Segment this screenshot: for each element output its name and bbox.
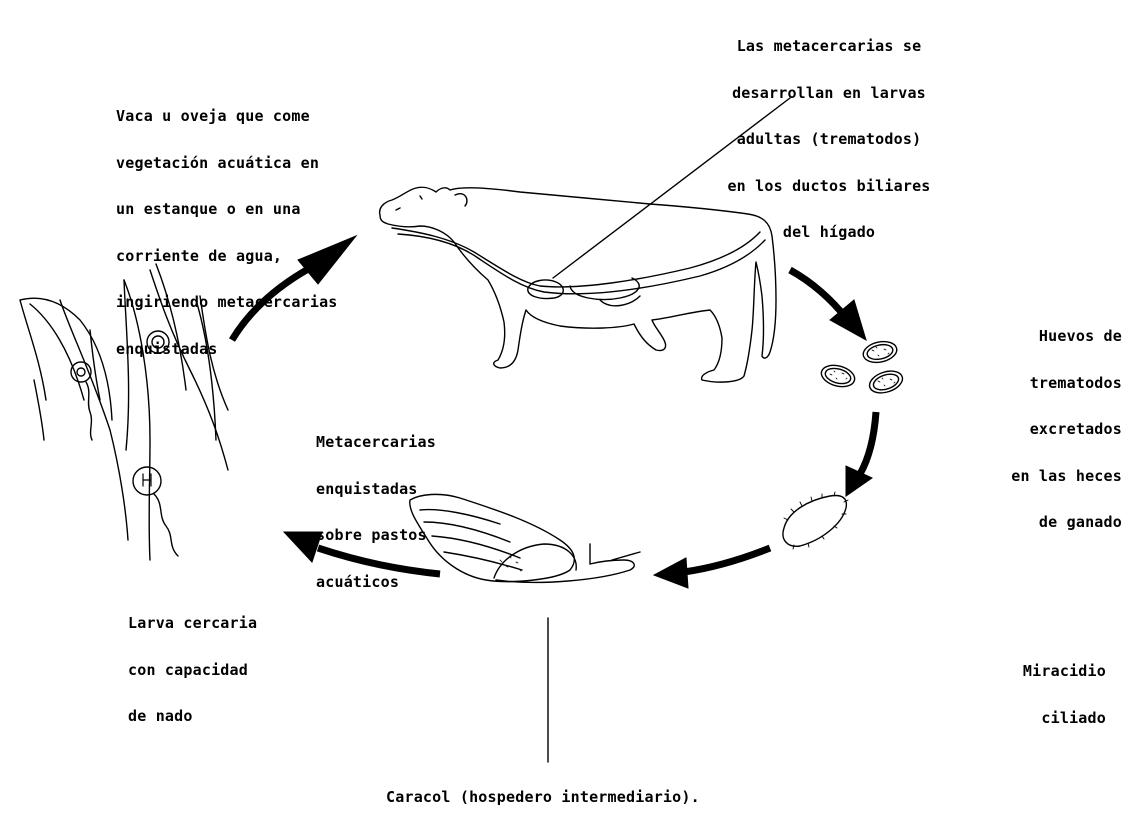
label-line: enquistadas — [116, 342, 338, 358]
label-miracidium: Miracidio ciliado — [966, 633, 1106, 742]
label-line: enquistadas — [316, 482, 436, 498]
label-cercaria: Larva cercaria con capacidad de nado — [128, 585, 257, 740]
arrow-cow-to-eggs — [790, 270, 866, 340]
label-line: un estanque o en una — [116, 202, 338, 218]
label-line: del hígado — [694, 225, 964, 241]
label-line: con capacidad — [128, 663, 257, 679]
label-line: de ganado — [962, 515, 1122, 531]
miracidium-illustration — [783, 492, 848, 549]
label-line: corriente de agua, — [116, 249, 338, 265]
label-line: vegetación acuática en — [116, 156, 338, 172]
label-line: Huevos de — [962, 329, 1122, 345]
label-line: sobre pastos — [316, 528, 436, 544]
arrow-eggs-to-miracidium — [846, 412, 876, 496]
label-line: excretados — [962, 422, 1122, 438]
label-cow-eating: Vaca u oveja que come vegetación acuátic… — [116, 78, 338, 373]
eggs-illustration — [819, 339, 905, 397]
label-line: desarrollan en larvas — [694, 86, 964, 102]
label-line: Caracol (hospedero intermediario). — [386, 790, 700, 806]
label-metacercariae: Metacercarias enquistadas sobre pastos a… — [316, 404, 436, 606]
label-line: adultas (trematodos) — [694, 132, 964, 148]
label-line: Vaca u oveja que come — [116, 109, 338, 125]
label-line: trematodos — [962, 376, 1122, 392]
label-line: acuáticos — [316, 575, 436, 591]
label-line: ingiriendo metacercarias — [116, 295, 338, 311]
label-line: Las metacercarias se — [694, 39, 964, 55]
label-line: Larva cercaria — [128, 616, 257, 632]
label-eggs: Huevos de trematodos excretados en las h… — [962, 298, 1122, 546]
label-line: en las heces — [962, 469, 1122, 485]
label-line: de nado — [128, 709, 257, 725]
label-line: Miracidio — [966, 664, 1106, 680]
label-liver-flukes: Las metacercarias se desarrollan en larv… — [694, 8, 964, 256]
arrow-miracidium-to-snail — [654, 548, 770, 588]
label-line: ciliado — [966, 711, 1106, 727]
snail-illustration — [410, 494, 640, 762]
label-snail: Caracol (hospedero intermediario). — [386, 759, 700, 821]
label-line: en los ductos biliares — [694, 179, 964, 195]
label-line: Metacercarias — [316, 435, 436, 451]
